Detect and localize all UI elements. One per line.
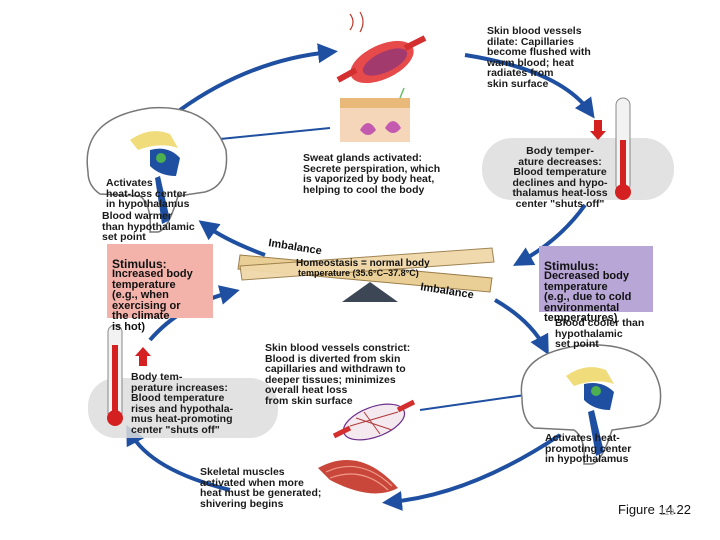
arrow-brain-to-muscle — [382, 433, 562, 511]
label-blood-warmer: Blood warmer than hypothalamic set point — [102, 210, 195, 243]
arrow-muscle-to-temp-rise — [126, 424, 231, 492]
arrow-stimulus-to-brain — [198, 220, 266, 257]
red-arrow-icon — [135, 347, 151, 366]
label-sweat-glands: Sweat glands activated: Secrete perspira… — [303, 152, 441, 196]
thermometer-icon — [107, 324, 123, 426]
imbalance-label-top: Imbalance — [268, 237, 323, 257]
stimulus-box-increased: Stimulus:Increased body temperature (e.g… — [107, 244, 213, 332]
label-heat-promoting-center: Activates heat- promoting center in hypo… — [545, 432, 632, 465]
label-temp-increases: Body tem- perature increases: Blood temp… — [131, 371, 234, 436]
label-blood-cooler: Blood cooler than hypothalamic set point — [555, 317, 645, 350]
label-heat-loss-center: Activates heat-loss center in hypothalam… — [106, 177, 190, 210]
homeostasis-label: Homeostasis = normal body — [296, 258, 430, 269]
label-shivering: Skeletal muscles activated when more hea… — [200, 466, 322, 510]
page-number: 119 — [660, 507, 675, 517]
figure-label: Figure 14.22 — [618, 502, 691, 517]
muscle-icon — [318, 459, 398, 494]
lower-loop-arrows — [126, 285, 562, 511]
stimulus-title: Stimulus: — [112, 256, 167, 271]
label-vessels-constrict: Skin blood vessels constrict: Blood is d… — [265, 342, 411, 407]
brain-icon — [520, 344, 662, 465]
arrow-temp-drop-down — [512, 203, 587, 266]
skin-icon — [340, 87, 410, 142]
thermometer-panel-right — [482, 97, 674, 200]
thermometer-panel-left — [88, 324, 278, 438]
arrow-vessels-to-temp-drop — [464, 53, 595, 119]
brain-icon — [86, 106, 228, 233]
figure-caption: Figure 14.22 119 — [618, 502, 691, 517]
blood-vessel-icon — [336, 11, 427, 84]
homeostasis-range: temperature (35.6°C–37.8°C) — [298, 268, 419, 278]
stimulus-box-decreased: Stimulus:Decreased body temperature (e.g… — [539, 246, 653, 324]
seesaw-icon: Imbalance Imbalance Homeostasis = normal… — [237, 237, 495, 302]
stimulus-body: Decreased body temperature (e.g., due to… — [544, 270, 632, 324]
arrow-up-to-vessels — [178, 43, 338, 112]
stimulus-title: Stimulus: — [544, 258, 599, 273]
label-temp-decreases: Body temper- ature decreases: Blood temp… — [512, 145, 608, 210]
upper-loop-arrows — [178, 43, 595, 266]
blood-vessel-icon — [332, 399, 416, 441]
arrow-seesaw-to-brain — [494, 298, 549, 356]
stimulus-body: Increased body temperature (e.g., when e… — [112, 268, 193, 333]
label-vessels-dilate: Skin blood vessels dilate: Capillaries b… — [487, 25, 591, 90]
red-arrow-icon — [590, 120, 606, 140]
thermometer-icon — [615, 97, 631, 200]
